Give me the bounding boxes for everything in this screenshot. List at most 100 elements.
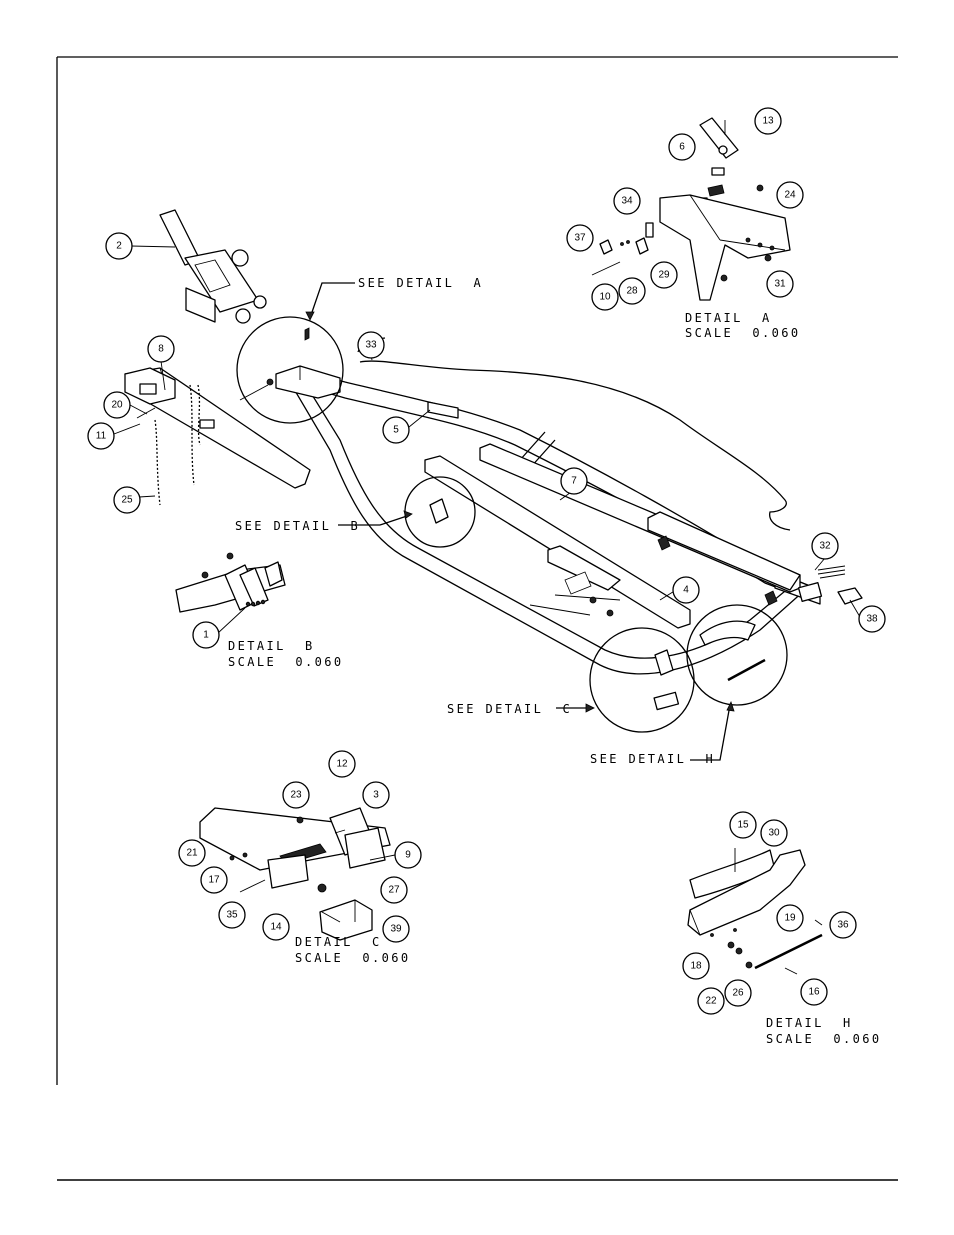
callout-37: 37 [566, 224, 594, 252]
callout-1: 1 [192, 621, 220, 649]
callout-27: 27 [380, 876, 408, 904]
callout-33: 33 [357, 331, 385, 359]
callout-circle [672, 576, 700, 604]
callout-3: 3 [362, 781, 390, 809]
leader-lines-main [113, 245, 861, 761]
callout-14: 14 [262, 913, 290, 941]
callout-bubbles: 2820112533574323811362434372928103123123… [87, 107, 886, 1015]
detail-b-scale: SCALE 0.060 [228, 655, 344, 669]
callout-11: 11 [87, 422, 115, 450]
callout-number: 7 [571, 476, 577, 487]
bunk-boards [424, 443, 801, 629]
callout-number: 33 [365, 340, 377, 351]
callout-circle [618, 277, 646, 305]
callout-number: 6 [679, 142, 685, 153]
callout-number: 21 [186, 848, 198, 859]
callout-31: 31 [766, 270, 794, 298]
page-frame [56, 56, 898, 1181]
callout-circle [754, 107, 782, 135]
callout-21: 21 [178, 839, 206, 867]
callout-circle [650, 261, 678, 289]
callout-number: 32 [819, 541, 831, 552]
callout-circle [760, 819, 788, 847]
see-detail-a-label: SEE DETAIL A [358, 276, 483, 290]
callout-19: 19 [776, 904, 804, 932]
callout-number: 14 [270, 922, 282, 933]
callout-number: 38 [866, 614, 878, 625]
callout-number: 29 [658, 270, 670, 281]
callout-circle [858, 605, 886, 633]
callout-circle [328, 750, 356, 778]
callout-number: 3 [373, 790, 379, 801]
callout-7: 7 [560, 467, 588, 495]
callout-number: 37 [574, 233, 586, 244]
callout-15: 15 [729, 811, 757, 839]
callout-number: 2 [116, 241, 122, 252]
callout-circle [87, 422, 115, 450]
callout-number: 11 [96, 431, 107, 442]
callout-circle [357, 331, 385, 359]
see-detail-h-label: SEE DETAIL H [590, 752, 715, 766]
callout-circle [668, 133, 696, 161]
callout-5: 5 [382, 416, 410, 444]
callout-number: 10 [599, 292, 611, 303]
callout-number: 19 [784, 913, 796, 924]
callout-number: 5 [393, 425, 399, 436]
callout-12: 12 [328, 750, 356, 778]
callout-circle [766, 270, 794, 298]
callout-circle [776, 181, 804, 209]
detail-c-title: DETAIL C [295, 935, 382, 949]
callout-number: 39 [390, 924, 402, 935]
callout-circle [829, 911, 857, 939]
detail-circle-a [236, 316, 344, 424]
callout-number: 31 [774, 279, 786, 290]
callout-36: 36 [829, 911, 857, 939]
see-detail-b-label: SEE DETAIL B [235, 519, 360, 533]
callout-9: 9 [394, 841, 422, 869]
callout-circle [218, 901, 246, 929]
callout-number: 35 [226, 910, 238, 921]
detail-b-title: DETAIL B [228, 639, 315, 653]
detail-circle-h [686, 604, 788, 706]
detail-h-scale: SCALE 0.060 [766, 1032, 882, 1046]
callout-circle [105, 232, 133, 260]
callout-8: 8 [147, 335, 175, 363]
callout-2: 2 [105, 232, 133, 260]
callout-circle [591, 283, 619, 311]
detail-h-title: DETAIL H [766, 1016, 853, 1030]
callout-17: 17 [200, 866, 228, 894]
callout-28: 28 [618, 277, 646, 305]
callout-number: 25 [121, 495, 133, 506]
detail-c-scale: SCALE 0.060 [295, 951, 411, 965]
trailer-tongue [124, 367, 311, 506]
see-detail-c-label: SEE DETAIL C [447, 702, 572, 716]
callout-23: 23 [282, 781, 310, 809]
callout-circle [776, 904, 804, 932]
callout-38: 38 [858, 605, 886, 633]
callout-number: 17 [208, 875, 220, 886]
callout-number: 24 [784, 190, 796, 201]
callout-circle [113, 486, 141, 514]
callout-25: 25 [113, 486, 141, 514]
callout-circle [262, 913, 290, 941]
detail-b-drawing [175, 552, 286, 613]
callout-number: 4 [683, 585, 689, 596]
callout-number: 28 [626, 286, 638, 297]
text-labels: SEE DETAIL A SEE DETAIL B SEE DETAIL C S… [228, 276, 882, 1046]
detail-a-scale: SCALE 0.060 [685, 326, 801, 340]
callout-29: 29 [650, 261, 678, 289]
callout-number: 9 [405, 850, 411, 861]
callout-circle [282, 781, 310, 809]
rear-lights [797, 565, 863, 605]
callout-20: 20 [103, 391, 131, 419]
callout-10: 10 [591, 283, 619, 311]
callout-26: 26 [724, 979, 752, 1007]
callout-number: 12 [336, 759, 348, 770]
callout-circle [729, 811, 757, 839]
callout-number: 16 [808, 987, 820, 998]
callout-number: 26 [732, 988, 744, 999]
callout-24: 24 [776, 181, 804, 209]
callout-6: 6 [668, 133, 696, 161]
callout-number: 22 [705, 996, 717, 1007]
